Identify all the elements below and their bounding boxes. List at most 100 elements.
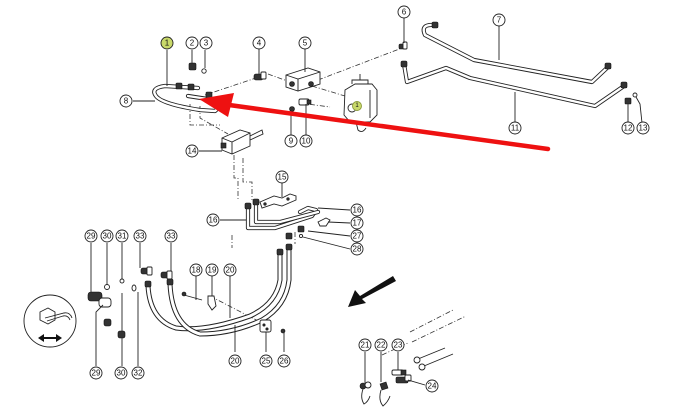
part-21-coupler <box>359 381 372 405</box>
callout-8[interactable]: 8 <box>119 94 133 108</box>
part-25-clamp-block <box>259 319 272 333</box>
part-14-distribution-block <box>220 129 264 155</box>
svg-text:31: 31 <box>118 232 127 241</box>
callout-1[interactable]: 1 <box>160 36 174 50</box>
callout-12[interactable]: 12 <box>621 121 635 135</box>
callout-9[interactable]: 9 <box>284 134 298 148</box>
svg-text:18: 18 <box>192 266 201 275</box>
svg-text:15: 15 <box>278 173 287 182</box>
svg-text:33: 33 <box>167 232 176 241</box>
callout-26[interactable]: 26 <box>277 354 291 368</box>
svg-text:3: 3 <box>204 39 209 48</box>
svg-text:13: 13 <box>639 124 648 133</box>
callout-19[interactable]: 19 <box>205 263 219 277</box>
svg-text:1: 1 <box>165 39 170 48</box>
svg-text:14: 14 <box>188 147 197 156</box>
callout-18[interactable]: 18 <box>189 263 203 277</box>
svg-text:23: 23 <box>394 341 403 350</box>
callout-15[interactable]: 15 <box>275 170 289 184</box>
part-24-coupling <box>395 374 412 384</box>
pipe-16-nut <box>285 232 293 240</box>
detail-inset <box>23 294 77 348</box>
callout-10[interactable]: 10 <box>299 134 313 148</box>
part-16-pipes <box>244 198 321 231</box>
callout-2[interactable]: 2 <box>185 36 199 50</box>
callout-20-top[interactable]: 20 <box>223 263 237 277</box>
callout-27[interactable]: 27 <box>350 229 364 243</box>
part-3-washer <box>201 68 207 74</box>
part-22-coupler <box>379 381 391 407</box>
callout-33-right[interactable]: 33 <box>164 229 178 243</box>
callout-4[interactable]: 4 <box>252 36 266 50</box>
part-7-pipe <box>421 21 612 85</box>
hose-ends <box>413 347 454 371</box>
part-23-coupling <box>391 369 407 376</box>
svg-text:26: 26 <box>280 357 289 366</box>
callout-16-right[interactable]: 16 <box>350 203 364 217</box>
red-pointer-arrow <box>199 93 551 152</box>
callout-28[interactable]: 28 <box>350 242 364 256</box>
callout-7[interactable]: 7 <box>492 13 506 27</box>
svg-text:28: 28 <box>353 245 362 254</box>
callout-29-bottom[interactable]: 29 <box>89 366 103 380</box>
callout-23[interactable]: 23 <box>391 338 405 352</box>
callout-21[interactable]: 21 <box>358 338 372 352</box>
part-12-nut <box>624 97 632 105</box>
part-9-nut <box>289 106 295 112</box>
svg-text:16: 16 <box>353 206 362 215</box>
part-17-clip <box>317 217 331 227</box>
callout-22[interactable]: 22 <box>374 338 388 352</box>
svg-text:8: 8 <box>124 97 129 106</box>
callout-31[interactable]: 31 <box>115 229 129 243</box>
callout-5[interactable]: 5 <box>298 36 312 50</box>
svg-text:7: 7 <box>497 16 502 25</box>
callout-20-bottom[interactable]: 20 <box>228 354 242 368</box>
callout-3[interactable]: 3 <box>199 36 213 50</box>
part-30-nut-lower <box>103 318 112 327</box>
callout-14[interactable]: 14 <box>185 144 199 158</box>
part-19-clamp <box>207 295 217 311</box>
svg-text:16: 16 <box>209 216 218 225</box>
svg-text:29: 29 <box>92 369 101 378</box>
callout-16-left[interactable]: 16 <box>206 213 220 227</box>
svg-text:5: 5 <box>303 39 308 48</box>
svg-text:22: 22 <box>377 341 386 350</box>
hex-nut-pipe-adjust-icon <box>39 307 56 325</box>
callout-30-top[interactable]: 30 <box>100 229 114 243</box>
svg-text:6: 6 <box>402 8 407 17</box>
callout-6[interactable]: 6 <box>397 5 411 19</box>
callout-24[interactable]: 24 <box>425 379 439 393</box>
callout-1-pump[interactable]: 1 <box>352 101 362 111</box>
part-18-bolt <box>181 291 203 301</box>
callout-32[interactable]: 32 <box>131 366 145 380</box>
callout-17[interactable]: 17 <box>350 216 364 230</box>
callout-33-left[interactable]: 33 <box>133 229 147 243</box>
svg-text:25: 25 <box>262 357 271 366</box>
part-32-ring <box>131 284 137 292</box>
part-31-washer <box>119 278 125 284</box>
part-27-nut <box>297 225 305 233</box>
part-28-washer <box>298 233 304 239</box>
part-26-nut <box>280 328 286 334</box>
part-30-washer-upper <box>104 284 110 290</box>
svg-text:30: 30 <box>103 232 112 241</box>
callout-25[interactable]: 25 <box>259 354 273 368</box>
svg-text:33: 33 <box>136 232 145 241</box>
callout-30-bottom[interactable]: 30 <box>114 366 128 380</box>
callout-13[interactable]: 13 <box>636 121 650 135</box>
part-13-washer <box>632 92 638 98</box>
svg-text:11: 11 <box>511 124 520 133</box>
part-33-elbow-b <box>160 270 173 280</box>
part-8-loop-pipe <box>152 82 221 114</box>
svg-text:27: 27 <box>353 232 362 241</box>
svg-text:10: 10 <box>302 137 311 146</box>
part-11-pipe <box>400 60 628 109</box>
svg-text:1: 1 <box>355 103 359 109</box>
svg-text:19: 19 <box>208 266 217 275</box>
svg-text:20: 20 <box>226 266 235 275</box>
direction-arrow-icon <box>348 276 396 307</box>
svg-text:21: 21 <box>361 341 370 350</box>
callout-11[interactable]: 11 <box>508 121 522 135</box>
callout-29-top[interactable]: 29 <box>84 229 98 243</box>
